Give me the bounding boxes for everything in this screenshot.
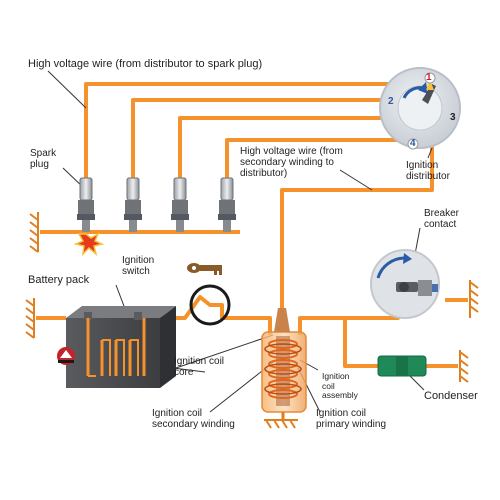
breaker-contact xyxy=(370,249,440,319)
label-hv-wire-top: High voltage wire (from distributor to s… xyxy=(28,58,263,70)
hv-wire-plug1 xyxy=(84,82,428,178)
label-hv-wire-secondary-line1: High voltage wire (from xyxy=(240,146,343,157)
label-battery-pack: Battery pack xyxy=(28,274,90,286)
label-breaker-contact-line2: contact xyxy=(424,219,457,230)
hv-wire-plug2 xyxy=(131,98,388,178)
logo-badge-icon xyxy=(57,347,75,365)
spark-plug-4 xyxy=(218,177,236,232)
hv-wire-plug3 xyxy=(178,116,452,178)
label-hv-wire-secondary: High voltage wire (from secondary windin… xyxy=(240,146,343,179)
spark-plug-1 xyxy=(77,177,95,232)
label-spark-plug-line1: Spark xyxy=(30,148,57,159)
ignition-switch xyxy=(187,263,231,326)
label-ignition-coil-core: Ignition coil core xyxy=(174,356,224,378)
label-hv-wire-secondary-line3: distributor) xyxy=(240,168,288,179)
label-ignition-distributor-line2: distributor xyxy=(406,171,450,182)
hv-wires xyxy=(84,82,452,312)
switch-wire xyxy=(160,295,272,335)
breaker-to-condenser xyxy=(343,318,378,368)
primary-winding xyxy=(264,343,302,395)
label-ignition-coil-assembly: Ignition coil assembly xyxy=(322,371,358,401)
label-ignition-coil-assembly-line3: assembly xyxy=(322,390,358,400)
label-ignition-switch-line1: Ignition xyxy=(122,255,155,266)
spark-plug-3 xyxy=(171,177,189,232)
label-ignition-coil-core-line1: Ignition coil xyxy=(174,356,225,367)
battery-pack xyxy=(66,306,176,388)
ignition-distributor xyxy=(379,67,461,150)
breaker-rotation-arrow-icon xyxy=(376,256,405,279)
distributor-number-4: 4 xyxy=(410,138,416,149)
label-ignition-switch: Ignition switch xyxy=(122,255,154,277)
label-ignition-switch-line2: switch xyxy=(122,266,150,277)
label-hv-wire-secondary-line2: secondary winding to xyxy=(240,157,334,168)
label-ignition-coil-assembly-line1: Ignition xyxy=(322,371,350,381)
label-ignition-coil-secondary-line1: Ignition coil xyxy=(152,408,203,419)
ground-symbol-breaker xyxy=(469,280,479,318)
spark-plugs xyxy=(73,177,236,257)
label-spark-plug-line2: plug xyxy=(30,159,49,170)
label-ignition-coil-secondary-line2: secondary winding xyxy=(152,419,235,430)
label-ignition-distributor-line1: Ignition xyxy=(406,160,439,171)
ground-symbol-condenser xyxy=(459,350,469,383)
distributor-number-1: 1 xyxy=(426,72,432,83)
hv-wire-secondary xyxy=(280,140,434,312)
label-condenser: Condenser xyxy=(424,390,478,402)
key-icon xyxy=(187,263,222,275)
label-breaker-contact-line1: Breaker xyxy=(424,208,460,219)
ground-symbol-coil xyxy=(264,419,298,429)
hv-wire-plug4 xyxy=(225,138,414,178)
label-ignition-distributor: Ignition distributor xyxy=(406,160,450,182)
label-ignition-coil-primary-line2: primary winding xyxy=(316,419,387,430)
condenser xyxy=(377,355,427,377)
label-ignition-coil-primary-line1: Ignition coil xyxy=(316,408,367,419)
label-breaker-contact: Breaker contact xyxy=(424,208,459,230)
label-ignition-coil-assembly-line2: coil xyxy=(322,380,335,391)
distributor-number-2: 2 xyxy=(388,96,394,107)
ground-symbols xyxy=(25,212,479,429)
primary-circuit xyxy=(36,230,468,368)
distributor-number-3: 3 xyxy=(450,112,456,123)
label-ignition-coil-primary: Ignition coil primary winding xyxy=(316,408,386,430)
ground-symbol-battery xyxy=(25,298,35,339)
label-spark-plug: Spark plug xyxy=(30,148,56,170)
ignition-coil xyxy=(261,308,307,420)
secondary-winding xyxy=(268,339,298,399)
spark-icon xyxy=(73,232,105,257)
label-ignition-coil-secondary: Ignition coil secondary winding xyxy=(152,408,235,430)
ground-symbol-plugs xyxy=(29,212,39,253)
label-ignition-coil-core-line2: core xyxy=(174,367,194,378)
spark-plug-2 xyxy=(124,177,142,232)
